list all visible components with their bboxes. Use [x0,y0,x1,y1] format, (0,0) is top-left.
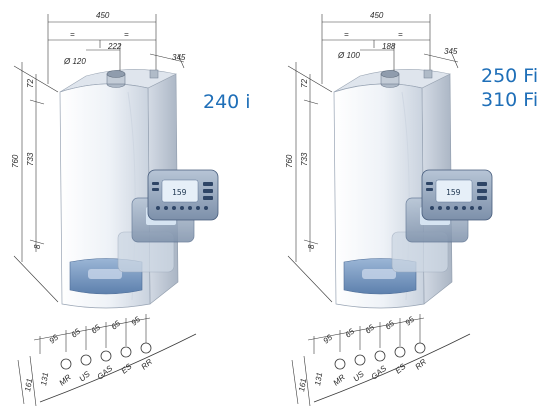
right-boiler: 159 450 = = Ø 100 188 345 250 Fi 310 Fi … [285,11,538,407]
left-conn-gas: GAS [96,363,115,381]
left-height-top: 72 [26,79,35,88]
model-label-240i: 240 i [203,91,251,113]
left-conn-rr: RR [140,357,155,371]
left-conn-mr: MR [58,372,73,387]
right-height-top: 72 [300,79,309,88]
left-flue-offset: 222 [107,42,122,51]
left-depth-131: 131 [39,372,50,387]
right-width-dim: 450 [370,11,384,20]
left-height-body: 733 [26,152,35,166]
right-conn-es: ES [394,361,408,375]
right-half-left: = [344,30,349,39]
right-lcd-readout: 159 [446,188,461,197]
right-conn-gas: GAS [370,363,389,381]
model-label-310fi: 310 Fi [481,89,538,111]
right-conn-mr: MR [332,372,347,387]
right-spacing-1: 95 [322,333,335,346]
model-label-250fi: 250 Fi [481,65,538,87]
left-spacing-5: 95 [130,315,143,328]
right-spacing-3: 65 [364,323,377,336]
right-flue-diameter: Ø 100 [337,51,360,60]
left-conn-us: US [78,369,93,383]
right-height-body: 733 [300,152,309,166]
right-spacing-5: 95 [404,315,417,328]
right-flue-offset: 188 [382,42,396,51]
left-height-bottom: 8 [33,244,42,249]
left-flue-diameter: Ø 120 [63,57,86,66]
left-width-dim: 450 [96,11,110,20]
right-conn-rr: RR [414,357,429,371]
left-spacing-3: 65 [90,323,103,336]
right-spacing-2: 65 [344,327,357,340]
right-depth-161: 161 [297,378,308,393]
left-depth-161: 161 [23,378,34,393]
left-height-total: 760 [11,154,20,168]
left-spacing-2: 65 [70,327,83,340]
right-conn-us: US [352,369,367,383]
left-spacing-4: 65 [110,319,123,332]
left-depth-dim: 345 [172,53,186,62]
right-depth-131: 131 [313,372,324,387]
left-spacing-1: 95 [48,333,61,346]
right-depth-dim: 345 [444,47,458,56]
left-boiler: 159 450 = = Ø 120 222 345 240 i 760 72 7… [11,11,251,407]
left-half-right: = [124,30,129,39]
right-half-right: = [398,30,403,39]
right-height-total: 760 [285,154,294,168]
right-height-bottom: 8 [307,244,316,249]
left-half-left: = [70,30,75,39]
left-lcd-readout: 159 [172,188,187,197]
right-spacing-4: 65 [384,319,397,332]
left-conn-es: ES [120,361,134,375]
